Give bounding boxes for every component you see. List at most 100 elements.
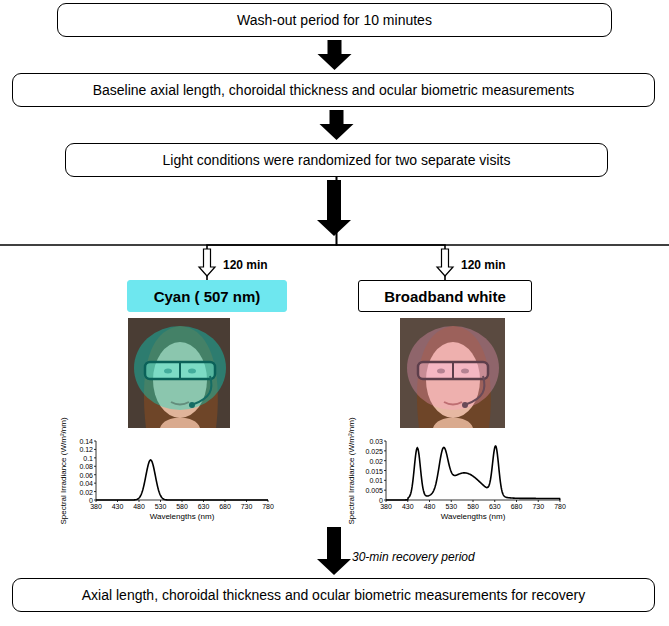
tick-mark bbox=[384, 450, 386, 451]
tick-label: 0.08 bbox=[79, 463, 93, 470]
tick-label: 730 bbox=[241, 503, 253, 510]
axis-title: Spectral Irradiance (W/m²/nm) bbox=[60, 417, 68, 524]
tick-label: 0 bbox=[379, 497, 383, 504]
tick-label: 530 bbox=[155, 503, 167, 510]
connector-group bbox=[318, 40, 352, 70]
process-box: Baseline axial length, choroidal thickne… bbox=[12, 73, 655, 107]
tick-label: 0.005 bbox=[365, 487, 383, 494]
tick-mark bbox=[560, 500, 561, 502]
spectrum-curve bbox=[386, 446, 560, 500]
duration-label: 120 min bbox=[461, 259, 506, 271]
tick-mark bbox=[94, 491, 96, 492]
block-arrow-connector bbox=[320, 110, 354, 140]
cyan-glow bbox=[134, 326, 226, 410]
tick-label: 580 bbox=[176, 503, 188, 510]
spectrum-curve bbox=[96, 460, 268, 500]
tick-mark bbox=[516, 500, 517, 502]
tick-mark bbox=[429, 500, 430, 502]
duration-label: 120 min bbox=[223, 259, 268, 271]
process-box: Axial length, choroidal thickness and oc… bbox=[12, 578, 655, 612]
neck bbox=[433, 418, 473, 429]
tick-mark bbox=[94, 441, 96, 442]
process-box: Light conditions were randomized for two… bbox=[65, 143, 608, 177]
tick-mark bbox=[160, 500, 161, 502]
flow-connector bbox=[207, 177, 337, 280]
tick-mark bbox=[94, 449, 96, 450]
axis-title: Wavelengths (nm) bbox=[441, 513, 506, 521]
participant-photo bbox=[400, 318, 505, 428]
flow-connector bbox=[337, 177, 446, 280]
box-text: Axial length, choroidal thickness and oc… bbox=[82, 587, 585, 603]
tick-label: 0 bbox=[89, 497, 93, 504]
tick-label: 0.01 bbox=[369, 477, 383, 484]
tick-mark bbox=[538, 500, 539, 502]
tick-mark bbox=[94, 457, 96, 458]
tick-label: 480 bbox=[133, 503, 145, 510]
axis-title: Wavelengths (nm) bbox=[150, 513, 215, 521]
tick-label: 0.14 bbox=[79, 438, 93, 445]
photo-background bbox=[400, 318, 505, 428]
tick-mark bbox=[451, 500, 452, 502]
tick-label: 630 bbox=[198, 503, 210, 510]
tick-label: 0.06 bbox=[79, 471, 93, 478]
tick-label: 780 bbox=[262, 503, 274, 510]
axis-title: Spectral Irradiance (W/m²/nm) bbox=[348, 417, 356, 524]
process-box: Broadband white bbox=[358, 280, 532, 312]
participant-photo bbox=[128, 318, 230, 428]
tick-mark bbox=[384, 460, 386, 461]
tick-label: 680 bbox=[219, 503, 231, 510]
tick-mark bbox=[384, 441, 386, 442]
tick-label: 0.12 bbox=[79, 446, 93, 453]
box-text: Broadband white bbox=[384, 288, 506, 305]
tick-mark bbox=[94, 474, 96, 475]
tick-mark bbox=[384, 490, 386, 491]
connector-group bbox=[337, 177, 454, 280]
tick-label: 680 bbox=[511, 503, 523, 510]
pink-glow bbox=[407, 326, 499, 410]
tick-label: 0.1 bbox=[83, 454, 93, 461]
tick-label: 630 bbox=[489, 503, 501, 510]
tick-label: 0.02 bbox=[369, 457, 383, 464]
tick-label: 530 bbox=[445, 503, 457, 510]
connector-group bbox=[320, 110, 354, 140]
tick-label: 380 bbox=[90, 503, 102, 510]
process-box: Wash-out period for 10 minutes bbox=[57, 3, 612, 37]
tick-label: 0.03 bbox=[369, 438, 383, 445]
y-axis bbox=[96, 441, 97, 500]
block-arrow-connector bbox=[318, 40, 352, 70]
tick-mark bbox=[384, 470, 386, 471]
tick-label: 0.04 bbox=[79, 480, 93, 487]
box-text: Light conditions were randomized for two… bbox=[163, 152, 511, 168]
hollow-arrowhead bbox=[199, 249, 215, 276]
tick-mark bbox=[473, 500, 474, 502]
tick-label: 430 bbox=[112, 503, 124, 510]
box-text: Wash-out period for 10 minutes bbox=[237, 12, 432, 28]
tick-label: 0.025 bbox=[365, 447, 383, 454]
tick-mark bbox=[139, 500, 140, 502]
spectrum-chart bbox=[384, 441, 560, 502]
tick-mark bbox=[384, 480, 386, 481]
tick-label: 0.02 bbox=[79, 488, 93, 495]
tick-label: 0.015 bbox=[365, 467, 383, 474]
photo-background bbox=[128, 318, 230, 428]
tick-label: 580 bbox=[467, 503, 479, 510]
box-text: Baseline axial length, choroidal thickne… bbox=[93, 82, 575, 98]
process-box: Cyan ( 507 nm) bbox=[127, 280, 287, 312]
tick-mark bbox=[494, 500, 495, 502]
tick-label: 730 bbox=[532, 503, 544, 510]
spectrum-chart bbox=[94, 441, 268, 502]
neck bbox=[160, 418, 200, 429]
tick-label: 430 bbox=[402, 503, 414, 510]
tick-mark bbox=[94, 466, 96, 467]
tick-label: 780 bbox=[554, 503, 566, 510]
tick-label: 480 bbox=[424, 503, 436, 510]
box-text: Cyan ( 507 nm) bbox=[154, 288, 261, 305]
hollow-arrowhead bbox=[437, 249, 453, 276]
tick-label: 380 bbox=[380, 503, 392, 510]
block-arrow bbox=[317, 180, 351, 236]
tick-mark bbox=[94, 483, 96, 484]
connector-group bbox=[199, 177, 337, 280]
block-arrow bbox=[317, 527, 351, 575]
period-label: 30-min recovery period bbox=[352, 551, 475, 563]
